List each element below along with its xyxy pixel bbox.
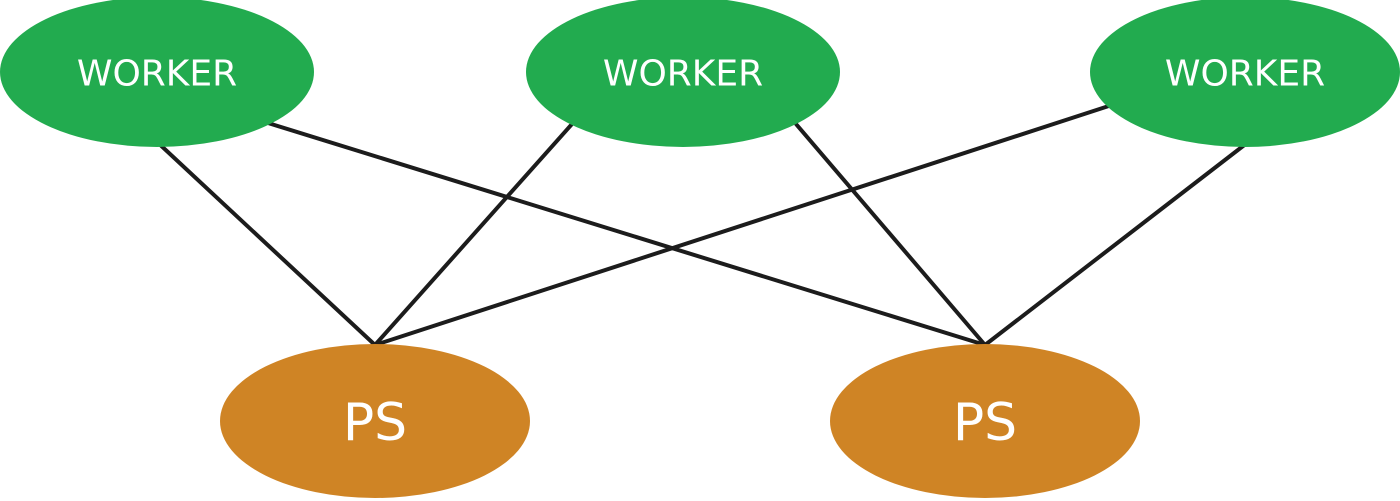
worker-node-1: WORKER bbox=[0, 0, 314, 147]
worker-node-2: WORKER bbox=[526, 0, 840, 147]
edge-worker-3-ps-1 bbox=[373, 101, 1120, 347]
edge-worker-1-ps-1 bbox=[153, 138, 377, 347]
ps-node-1-shape bbox=[220, 344, 530, 498]
edge-worker-2-ps-1 bbox=[373, 122, 574, 347]
ps-node-1: PS bbox=[220, 344, 530, 498]
worker-node-1-shape bbox=[0, 0, 314, 147]
edge-worker-3-ps-2 bbox=[983, 141, 1249, 347]
worker-node-2-shape bbox=[526, 0, 840, 147]
edges bbox=[153, 101, 1249, 347]
worker-node-3: WORKER bbox=[1090, 0, 1400, 147]
ps-node-2-shape bbox=[830, 344, 1140, 498]
edge-worker-1-ps-2 bbox=[266, 121, 987, 347]
ps-node-2: PS bbox=[830, 344, 1140, 498]
worker-node-2-label: WORKER bbox=[603, 54, 763, 95]
edge-worker-2-ps-2 bbox=[794, 122, 987, 347]
ps-node-2-label: PS bbox=[953, 393, 1017, 453]
ps-node-1-label: PS bbox=[343, 393, 407, 453]
worker-node-1-label: WORKER bbox=[77, 54, 237, 95]
worker-node-3-shape bbox=[1090, 0, 1400, 147]
worker-node-3-label: WORKER bbox=[1165, 54, 1325, 95]
